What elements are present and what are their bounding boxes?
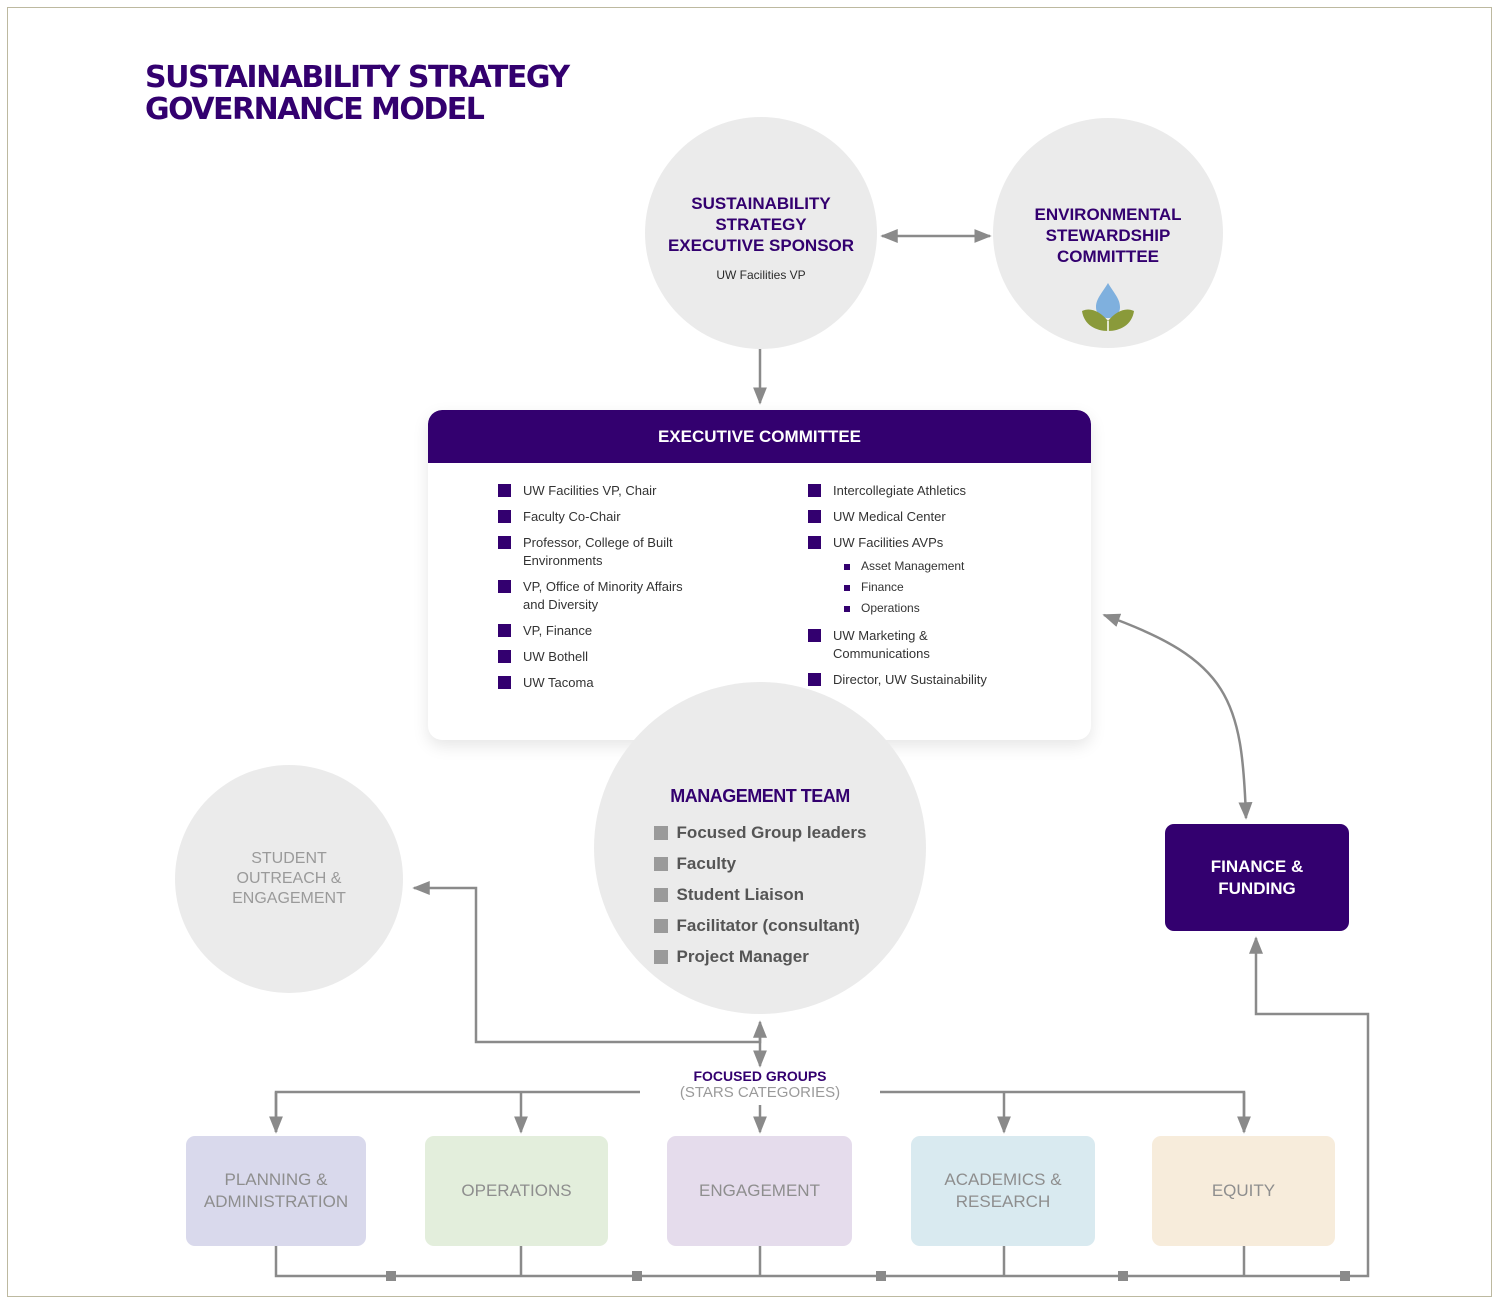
executive-committee-right-list: Intercollegiate Athletics UW Medical Cen…: [808, 482, 1068, 697]
sublist-item: Operations: [844, 598, 1068, 619]
list-item-label: UW Tacoma: [523, 675, 594, 690]
executive-sponsor-heading: SUSTAINABILITY STRATEGY EXECUTIVE SPONSO…: [667, 194, 855, 255]
list-item-label: UW Facilities AVPs: [833, 535, 944, 550]
list-item-label: UW Medical Center: [833, 509, 946, 524]
list-item: Project Manager: [653, 941, 867, 972]
list-item-label: Faculty: [676, 853, 737, 873]
bullet-square-icon: [498, 624, 511, 637]
finance-funding-node: FINANCE & FUNDING: [1165, 824, 1349, 931]
finance-funding-label: FINANCE & FUNDING: [1210, 856, 1304, 898]
list-item: Professor, College of Built Environments: [498, 534, 718, 570]
list-item: UW Bothell: [498, 648, 718, 666]
list-item: UW Marketing & Communications: [808, 627, 1068, 663]
category-planning-administration: PLANNING & ADMINISTRATION: [186, 1136, 366, 1246]
avp-sublist: Asset Management Finance Operations: [844, 556, 1068, 619]
page-title: SUSTAINABILITY STRATEGY GOVERNANCE MODEL: [145, 62, 665, 126]
list-item: UW Tacoma: [498, 674, 718, 692]
bullet-square-icon: [653, 949, 668, 964]
bullet-square-icon: [498, 484, 511, 497]
category-academics-research: ACADEMICS & RESEARCH: [911, 1136, 1095, 1246]
sublist-item: Finance: [844, 577, 1068, 598]
bullet-square-icon: [498, 650, 511, 663]
list-item: VP, Finance: [498, 622, 718, 640]
bullet-square-icon: [653, 825, 668, 840]
list-item-label: Faculty Co-Chair: [523, 509, 621, 524]
bullet-dot-icon: [844, 563, 850, 570]
executive-sponsor-node: SUSTAINABILITY STRATEGY EXECUTIVE SPONSO…: [645, 117, 877, 349]
category-label: EQUITY: [1211, 1181, 1276, 1200]
list-item: UW Facilities VP, Chair: [498, 482, 718, 500]
list-item-label: Facilitator (consultant): [676, 915, 860, 935]
list-item-label: Director, UW Sustainability: [833, 672, 987, 687]
sublist-item-label: Asset Management: [861, 559, 965, 573]
executive-committee-card: EXECUTIVE COMMITTEE UW Facilities VP, Ch…: [428, 410, 1091, 740]
category-engagement: ENGAGEMENT: [667, 1136, 852, 1246]
list-item-label: Professor, College of Built Environments: [523, 535, 673, 568]
focused-groups-title: FOCUSED GROUPS: [693, 1068, 827, 1084]
bullet-square-icon: [498, 580, 511, 593]
list-item: VP, Office of Minority Affairs and Diver…: [498, 578, 718, 614]
bullet-square-icon: [808, 536, 821, 549]
environmental-committee-node: ENVIRONMENTAL STEWARDSHIP COMMITTEE: [993, 118, 1223, 348]
list-item-label: VP, Office of Minority Affairs and Diver…: [523, 579, 683, 612]
bullet-square-icon: [498, 510, 511, 523]
list-item-label: Focused Group leaders: [676, 822, 867, 842]
category-equity: EQUITY: [1152, 1136, 1335, 1246]
list-item-label: VP, Finance: [523, 623, 593, 638]
category-label: ENGAGEMENT: [699, 1181, 820, 1200]
focused-groups-subtitle: (STARS CATEGORIES): [679, 1084, 841, 1101]
list-item: UW Facilities AVPs: [808, 534, 1068, 552]
category-label: PLANNING & ADMINISTRATION: [203, 1170, 349, 1211]
environmental-committee-heading: ENVIRONMENTAL STEWARDSHIP COMMITTEE: [1034, 205, 1182, 266]
management-team-heading: MANAGEMENT TEAM: [670, 786, 850, 806]
category-label: OPERATIONS: [461, 1181, 572, 1200]
bullet-square-icon: [653, 887, 668, 902]
bus-markers: [386, 1271, 1350, 1281]
executive-sponsor-subtitle: UW Facilities VP: [716, 268, 806, 282]
connector-exec-finance: [1102, 613, 1253, 820]
category-label: ACADEMICS & RESEARCH: [944, 1170, 1062, 1211]
list-item: Focused Group leaders: [653, 817, 867, 848]
sublist-item-label: Operations: [861, 601, 920, 615]
page-title-line2: GOVERNANCE MODEL: [145, 92, 485, 127]
list-item-label: Intercollegiate Athletics: [833, 483, 966, 498]
list-item-label: UW Facilities VP, Chair: [523, 483, 657, 498]
bullet-square-icon: [808, 629, 821, 642]
list-item: Student Liaison: [653, 879, 867, 910]
category-operations: OPERATIONS: [425, 1136, 608, 1246]
connector-bottom-bus: [274, 936, 1370, 1278]
list-item-label: Project Manager: [676, 946, 809, 966]
bullet-square-icon: [808, 510, 821, 523]
bullet-square-icon: [498, 536, 511, 549]
page-title-line1: SUSTAINABILITY STRATEGY: [145, 60, 570, 95]
list-item: Faculty Co-Chair: [498, 508, 718, 526]
avp-sublist-item: Asset Management Finance Operations: [808, 556, 1068, 619]
executive-committee-left-list: UW Facilities VP, Chair Faculty Co-Chair…: [498, 482, 718, 700]
bullet-square-icon: [808, 484, 821, 497]
list-item: Director, UW Sustainability: [808, 671, 1068, 689]
list-item-label: Student Liaison: [676, 884, 805, 904]
management-team-node: MANAGEMENT TEAM Focused Group leaders Fa…: [594, 682, 926, 1014]
focused-groups-label: FOCUSED GROUPS (STARS CATEGORIES): [640, 1068, 880, 1101]
list-item: Faculty: [653, 848, 867, 879]
bullet-square-icon: [498, 676, 511, 689]
sublist-item-label: Finance: [861, 580, 904, 594]
bullet-square-icon: [653, 918, 668, 933]
bullet-square-icon: [653, 856, 668, 871]
management-team-list: Focused Group leaders Faculty Student Li…: [653, 817, 867, 972]
list-item: Intercollegiate Athletics: [808, 482, 1068, 500]
list-item: UW Medical Center: [808, 508, 1068, 526]
list-item: Facilitator (consultant): [653, 910, 867, 941]
executive-committee-heading: EXECUTIVE COMMITTEE: [428, 410, 1091, 463]
bullet-square-icon: [808, 673, 821, 686]
bullet-dot-icon: [844, 605, 850, 612]
student-outreach-node: STUDENT OUTREACH & ENGAGEMENT: [175, 765, 403, 993]
list-item-label: UW Bothell: [523, 649, 589, 664]
sublist-item: Asset Management: [844, 556, 1068, 577]
list-item-label: UW Marketing & Communications: [833, 628, 930, 661]
water-drop-leaves-icon: [1082, 283, 1134, 331]
student-outreach-label: STUDENT OUTREACH & ENGAGEMENT: [232, 850, 346, 907]
bullet-dot-icon: [844, 584, 850, 591]
